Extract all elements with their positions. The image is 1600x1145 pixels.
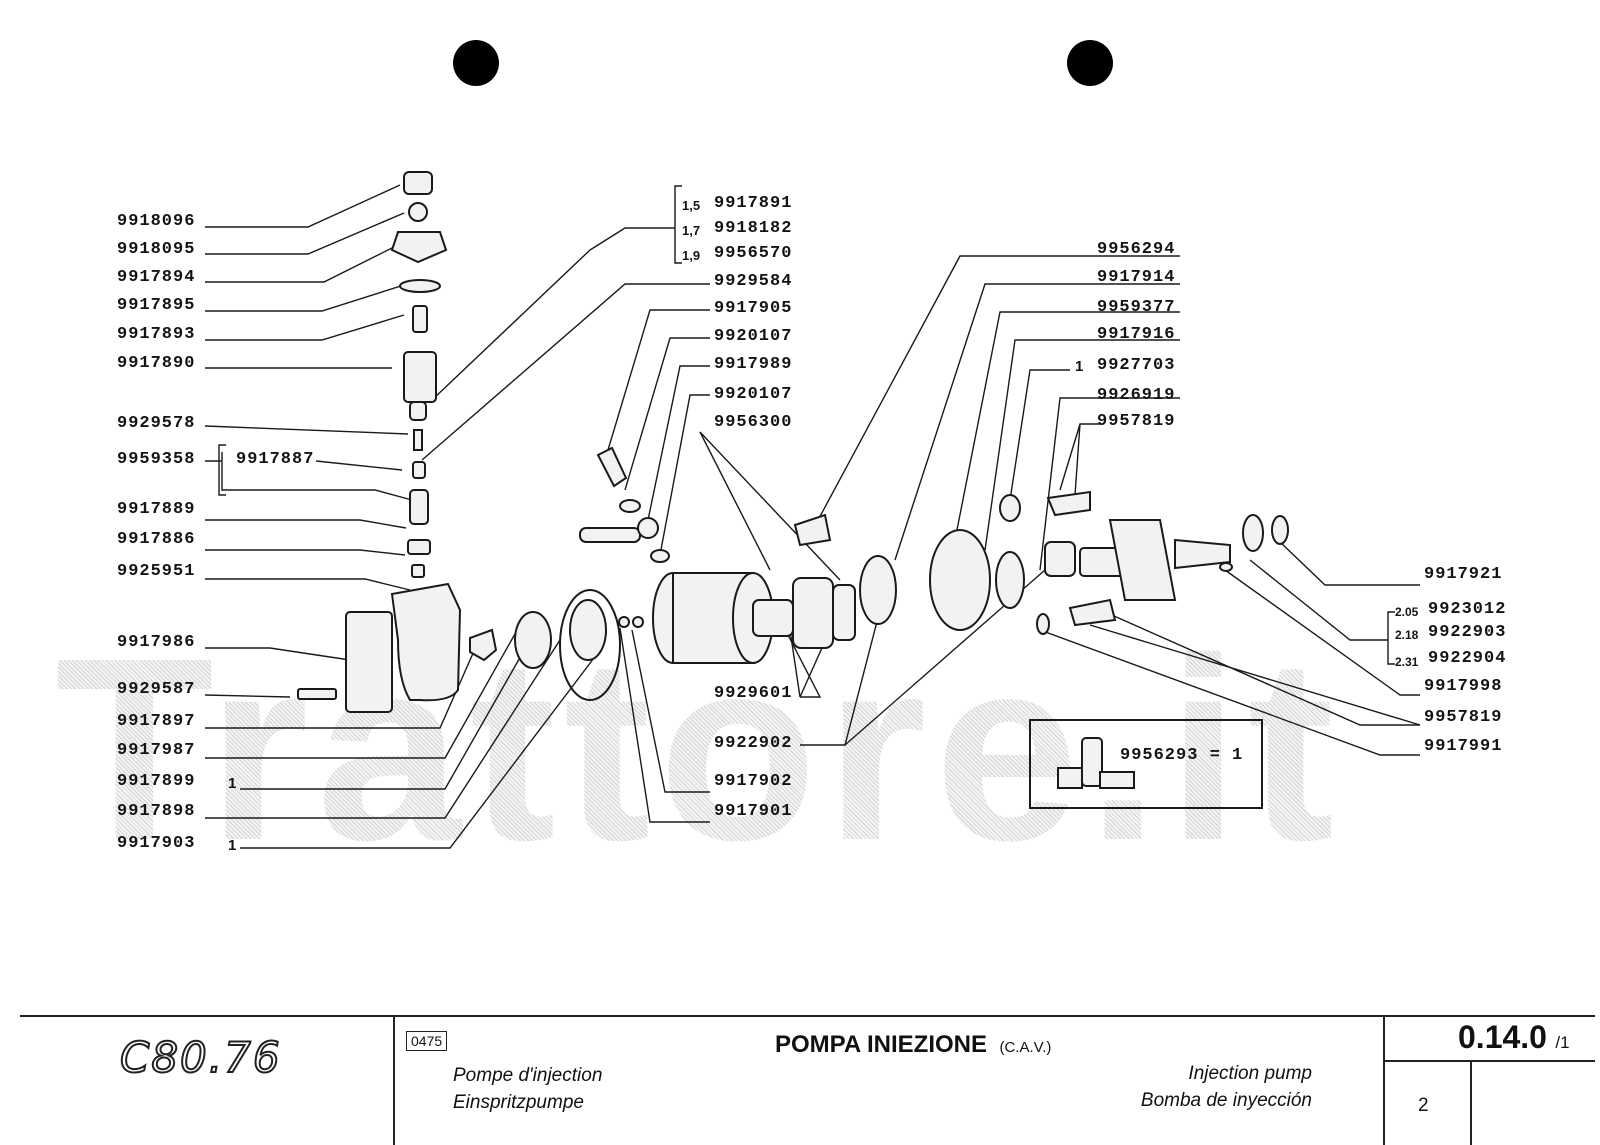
part-9959358: 9959358 xyxy=(117,450,196,469)
part-9956300: 9956300 xyxy=(714,413,793,432)
title-german: Einspritzpumpe xyxy=(453,1092,584,1113)
part-9917886: 9917886 xyxy=(117,530,196,549)
part-9917991: 9917991 xyxy=(1424,737,1503,756)
part-9957819-b: 9957819 xyxy=(1424,708,1503,727)
title-block-top-rule xyxy=(20,1015,1595,1017)
size-1-5: 1,5 xyxy=(682,198,701,213)
part-9929601: 9929601 xyxy=(714,684,793,703)
title-block-divider-left xyxy=(393,1015,395,1145)
part-9959377: 9959377 xyxy=(1097,298,1176,317)
title-english: Injection pump xyxy=(1188,1063,1312,1084)
part-9927703: 9927703 xyxy=(1097,356,1176,375)
part-9929578: 9929578 xyxy=(117,414,196,433)
part-9917902: 9917902 xyxy=(714,772,793,791)
part-9920107-a: 9920107 xyxy=(714,327,793,346)
part-9956294: 9956294 xyxy=(1097,240,1176,259)
size-2-18: 2.18 xyxy=(1395,628,1419,642)
size-2-05: 2.05 xyxy=(1395,605,1419,619)
part-9923012: 9923012 xyxy=(1428,600,1507,619)
qty-9927703: 1 xyxy=(1075,358,1084,375)
title-block: C80.76 0475 POMPA INIEZIONE (C.A.V.) Pom… xyxy=(20,1015,1595,1145)
title-block-page-rule xyxy=(1383,1060,1595,1062)
part-9917989: 9917989 xyxy=(714,355,793,374)
part-9929587: 9929587 xyxy=(117,680,196,699)
part-9917998: 9917998 xyxy=(1424,677,1503,696)
title-spanish: Bomba de inyección xyxy=(1140,1090,1312,1111)
part-9917899: 9917899 xyxy=(117,772,196,791)
size-2-31: 2.31 xyxy=(1395,655,1419,669)
part-9917889: 9917889 xyxy=(117,500,196,519)
part-9918096: 9918096 xyxy=(117,212,196,231)
size-1-9: 1,9 xyxy=(682,248,701,263)
part-9917916: 9917916 xyxy=(1097,325,1176,344)
part-9917894: 9917894 xyxy=(117,268,196,287)
part-9917901: 9917901 xyxy=(714,802,793,821)
title-italian-main: POMPA INIEZIONE xyxy=(775,1031,988,1058)
part-9918095: 9918095 xyxy=(117,240,196,259)
part-9917897: 9917897 xyxy=(117,712,196,731)
page-reference-sub: /1 xyxy=(1555,1033,1570,1052)
part-9917890: 9917890 xyxy=(117,354,196,373)
sheet-number: 2 xyxy=(1418,1095,1429,1116)
part-9922903: 9922903 xyxy=(1428,623,1507,642)
part-9957819-a: 9957819 xyxy=(1097,412,1176,431)
part-9917905: 9917905 xyxy=(714,299,793,318)
part-9917921: 9917921 xyxy=(1424,565,1503,584)
binder-hole-left xyxy=(453,40,499,86)
title-italian: POMPA INIEZIONE (C.A.V.) xyxy=(775,1031,1051,1059)
title-french: Pompe d'injection xyxy=(453,1065,603,1086)
part-9917887: 9917887 xyxy=(236,450,315,469)
title-block-sheet-divider xyxy=(1470,1060,1472,1145)
qty-9917903: 1 xyxy=(228,837,237,854)
part-9917903: 9917903 xyxy=(117,834,196,853)
page-reference: 0.14.0 /1 xyxy=(1458,1019,1570,1056)
part-9925951: 9925951 xyxy=(117,562,196,581)
part-9922904: 9922904 xyxy=(1428,649,1507,668)
part-9956570: 9956570 xyxy=(714,244,793,263)
size-1-7: 1,7 xyxy=(682,223,701,238)
part-9917895: 9917895 xyxy=(117,296,196,315)
part-9917898: 9917898 xyxy=(117,802,196,821)
catalog-code: 0475 xyxy=(406,1031,448,1051)
qty-9917899: 1 xyxy=(228,775,237,792)
part-9917987: 9917987 xyxy=(117,741,196,760)
part-9920107-b: 9920107 xyxy=(714,385,793,404)
part-9917893: 9917893 xyxy=(117,325,196,344)
kit-label: 9956293 = 1 xyxy=(1120,746,1244,765)
title-italian-note: (C.A.V.) xyxy=(999,1039,1052,1056)
part-9918182: 9918182 xyxy=(714,219,793,238)
part-9929584: 9929584 xyxy=(714,272,793,291)
page-reference-main: 0.14.0 xyxy=(1458,1019,1547,1055)
model-logo: C80.76 xyxy=(119,1032,282,1083)
title-block-divider-right xyxy=(1383,1015,1385,1145)
part-9917914: 9917914 xyxy=(1097,268,1176,287)
part-9922902: 9922902 xyxy=(714,734,793,753)
part-9917891: 9917891 xyxy=(714,194,793,213)
part-9926919: 9926919 xyxy=(1097,386,1176,405)
binder-hole-right xyxy=(1067,40,1113,86)
part-9917986: 9917986 xyxy=(117,633,196,652)
